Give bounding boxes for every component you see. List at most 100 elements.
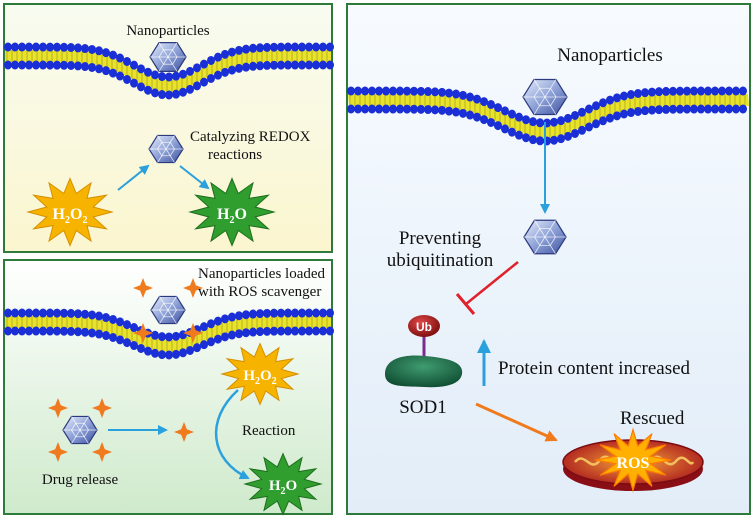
lipid-head — [74, 43, 82, 53]
lipid-head — [536, 118, 544, 128]
scavenger-star-icon — [92, 442, 112, 462]
lipid-head — [263, 42, 271, 52]
lipid-head — [123, 338, 131, 348]
lipid-head — [172, 331, 180, 341]
lipid-head — [662, 86, 670, 96]
lipid-head — [739, 86, 747, 96]
lipid-head — [396, 86, 404, 96]
lipid-head — [39, 42, 47, 52]
svg-text:H2O2: H2O2 — [53, 206, 88, 226]
lipid-head — [116, 53, 124, 63]
lipid-head — [480, 97, 488, 107]
lipid-head — [550, 117, 558, 127]
lipid-head — [459, 108, 467, 118]
lipid-head — [592, 101, 600, 111]
lipid-head — [494, 103, 502, 113]
lipid-head — [67, 43, 75, 53]
lipid-head — [18, 326, 26, 336]
lipid-head — [326, 60, 334, 70]
lipid-head — [354, 104, 362, 114]
lipid-head — [585, 104, 593, 114]
lipid-head — [410, 104, 418, 114]
lipid-head — [46, 42, 54, 52]
lipid-head — [270, 60, 278, 70]
lipid-head — [704, 104, 712, 114]
lipid-head — [74, 309, 82, 319]
cell-membrane-bottom-left — [4, 308, 334, 360]
lipid-head — [228, 65, 236, 75]
lipid-head — [123, 320, 131, 330]
lipid-head — [256, 61, 264, 71]
ubiquitin-icon: Ub — [408, 315, 440, 337]
lipid-head — [718, 86, 726, 96]
lipid-head — [221, 332, 229, 342]
lipid-head — [515, 130, 523, 140]
lipid-head — [144, 346, 152, 356]
lipid-head — [291, 326, 299, 336]
lipid-head — [130, 323, 138, 333]
lipid-head — [284, 42, 292, 52]
lipid-head — [186, 84, 194, 94]
lipid-head — [200, 340, 208, 350]
lipid-head — [11, 42, 19, 52]
scavenger-star-icon — [174, 422, 194, 442]
lipid-head — [102, 313, 110, 323]
lipid-head — [291, 42, 299, 52]
lipid-head — [522, 133, 530, 143]
nanoparticle-icon — [148, 134, 184, 164]
lipid-head — [32, 326, 40, 336]
lipid-head — [109, 50, 117, 60]
lipid-head — [95, 64, 103, 74]
lipid-head — [130, 78, 138, 88]
label-preventing-line2: ubiquitination — [386, 250, 494, 271]
nanoparticle-icon — [149, 42, 187, 72]
lipid-head — [256, 327, 264, 337]
lipid-head — [46, 326, 54, 336]
lipid-head — [515, 112, 523, 122]
lipid-head — [25, 308, 33, 318]
lipid-head — [102, 48, 110, 58]
lipid-head — [319, 60, 327, 70]
lipid-head — [508, 127, 516, 137]
lipid-head — [67, 326, 75, 336]
lipid-head — [249, 43, 257, 53]
lipid-head — [669, 86, 677, 96]
lipid-head — [151, 348, 159, 358]
lipid-head — [32, 60, 40, 70]
lipid-head — [431, 105, 439, 115]
lipid-head — [298, 42, 306, 52]
lipid-head — [25, 42, 33, 52]
lipid-head — [256, 43, 264, 53]
lipid-head — [18, 60, 26, 70]
lipid-head — [613, 111, 621, 121]
lipid-head — [606, 113, 614, 123]
lipid-head — [522, 115, 530, 125]
lipid-head — [256, 309, 264, 319]
cell-membrane-right — [347, 86, 749, 146]
lipid-head — [95, 46, 103, 56]
lipid-head — [228, 330, 236, 340]
lipid-head — [312, 326, 320, 336]
lipid-head — [88, 310, 96, 320]
lipid-head — [557, 116, 565, 126]
lipid-head — [417, 104, 425, 114]
lipid-head — [473, 112, 481, 122]
nanoparticle-icon — [522, 78, 568, 116]
lipid-head — [697, 86, 705, 96]
lipid-head — [361, 104, 369, 114]
label-catalyzing-line1: Catalyzing REDOX — [190, 129, 311, 145]
lipid-head — [417, 86, 425, 96]
lipid-head — [186, 66, 194, 76]
lipid-head — [53, 326, 61, 336]
lipid-head — [172, 71, 180, 81]
lipid-head — [228, 47, 236, 57]
lipid-head — [578, 107, 586, 117]
lipid-head — [158, 90, 166, 100]
svg-text:H2O: H2O — [217, 206, 247, 226]
lipid-head — [193, 81, 201, 91]
lipid-head — [627, 90, 635, 100]
lipid-head — [536, 136, 544, 146]
lipid-head — [235, 63, 243, 73]
svg-text:ROS: ROS — [617, 455, 650, 472]
h2o2-star-icon: H2O2 — [220, 342, 300, 406]
